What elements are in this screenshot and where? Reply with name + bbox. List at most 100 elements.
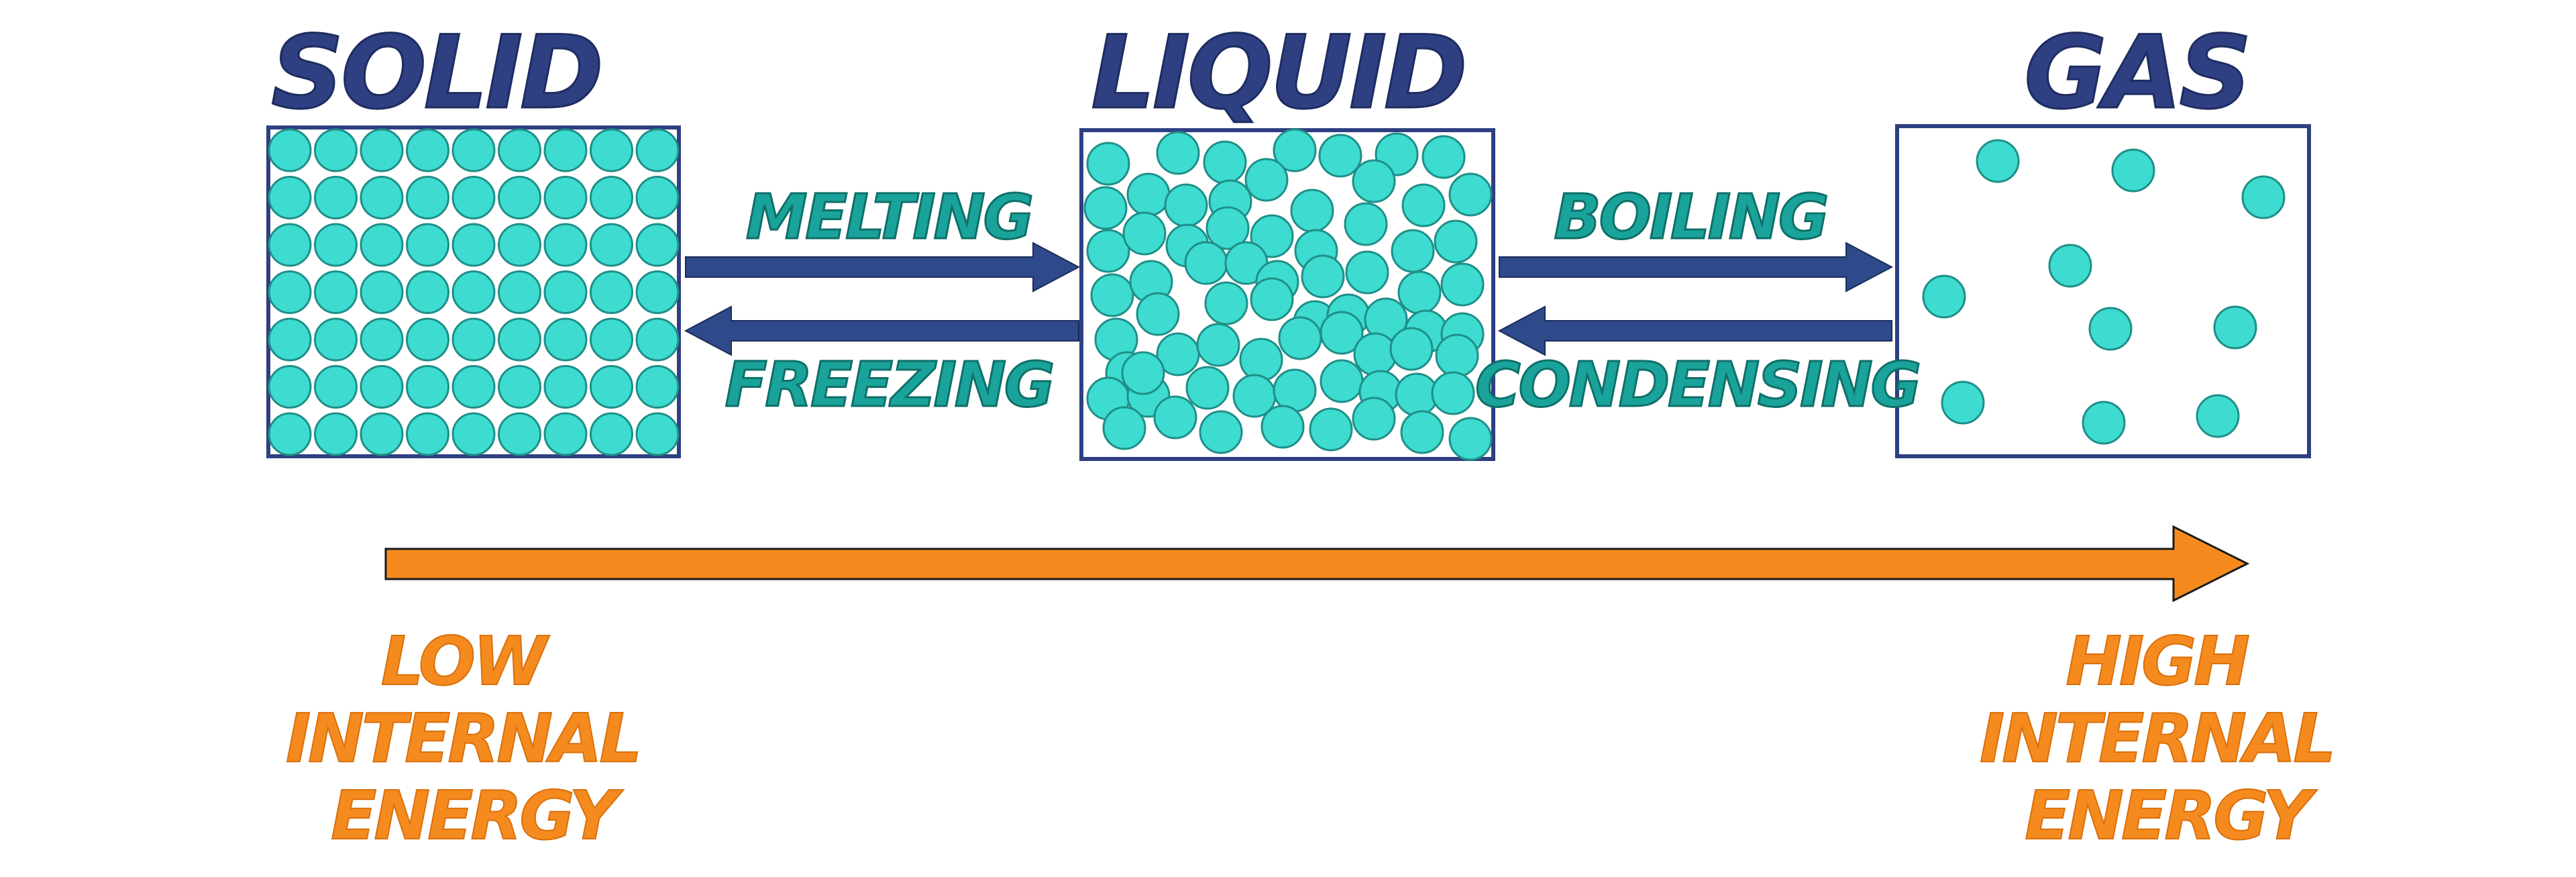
liquid-particle [1431, 371, 1475, 415]
solid-particle [406, 270, 449, 314]
solid-title: SOLID [271, 15, 600, 132]
energy-arrow-right-icon [384, 525, 2250, 603]
solid-particle [590, 176, 633, 219]
liquid-particle [1320, 311, 1364, 355]
liquid-particle [1353, 332, 1397, 376]
solid-particle [635, 412, 680, 456]
gas-particle [1976, 139, 2020, 183]
solid-particle [268, 176, 312, 219]
liquid-particle [1440, 262, 1485, 307]
solid-particle [543, 223, 588, 267]
solid-particle [360, 176, 404, 219]
solid-particle [590, 412, 633, 456]
liquid-box [1079, 128, 1495, 461]
solid-particle [268, 365, 312, 409]
solid-particle [314, 317, 358, 362]
liquid-particle [1205, 206, 1250, 250]
solid-particle [406, 317, 449, 362]
liquid-particle [1102, 406, 1146, 450]
boiling-arrow-icon [1499, 242, 1894, 293]
solid-particle [498, 317, 541, 362]
liquid-particle [1352, 159, 1396, 203]
gas-title: GAS [2024, 15, 2249, 132]
liquid-particle [1122, 211, 1167, 256]
liquid-particle [1156, 131, 1200, 175]
liquid-particle [1309, 407, 1353, 452]
liquid-particle [1448, 417, 1493, 461]
solid-particle [543, 317, 588, 362]
liquid-particle [1244, 158, 1289, 202]
solid-particle [451, 128, 496, 172]
liquid-particle [1083, 186, 1128, 230]
liquid-particle [1401, 183, 1446, 227]
liquid-particle [1196, 323, 1240, 367]
high-energy-line-2: INTERNAL [1980, 699, 2333, 778]
liquid-particle [1250, 277, 1294, 321]
gas-particle [2213, 305, 2257, 350]
liquid-particle [1239, 338, 1283, 382]
liquid-particle [1136, 292, 1180, 336]
liquid-particle [1389, 327, 1434, 371]
gas-particle [2088, 307, 2133, 351]
solid-particle [314, 412, 358, 456]
liquid-particle [1090, 273, 1134, 317]
liquid-particle [1421, 135, 1466, 179]
solid-particle [268, 412, 312, 456]
solid-particle [543, 176, 588, 219]
liquid-particle [1086, 229, 1130, 273]
solid-particle [360, 365, 404, 409]
freezing-arrow-icon [684, 305, 1079, 356]
solid-particle [590, 317, 633, 362]
solid-particle [635, 128, 680, 172]
solid-particle [590, 270, 633, 314]
solid-particle [406, 412, 449, 456]
liquid-particle [1448, 172, 1493, 217]
melting-label: MELTING [746, 181, 1032, 253]
solid-particle [590, 223, 633, 267]
solid-particle [498, 176, 541, 219]
liquid-particle [1086, 142, 1130, 186]
low-energy-line-3: ENERGY [331, 776, 623, 855]
solid-particle [543, 270, 588, 314]
solid-particle [406, 223, 449, 267]
solid-particle [498, 365, 541, 409]
liquid-particle [1400, 410, 1444, 454]
solid-particle [451, 412, 496, 456]
gas-particle [2241, 175, 2286, 219]
liquid-particle [1250, 214, 1294, 258]
liquid-particle [1318, 134, 1362, 178]
solid-particle [314, 270, 358, 314]
solid-particle [268, 270, 312, 314]
solid-particle [406, 365, 449, 409]
liquid-particle [1153, 395, 1197, 440]
solid-particle [360, 412, 404, 456]
liquid-particle [1278, 316, 1322, 360]
high-energy-line-3: ENERGY [2025, 776, 2317, 855]
boiling-label: BOILING [1554, 181, 1827, 253]
solid-particle [451, 317, 496, 362]
solid-particle [590, 128, 633, 172]
gas-particle [2196, 394, 2240, 438]
low-energy-line-1: LOW [381, 622, 550, 701]
solid-particle [451, 223, 496, 267]
liquid-particle [1184, 241, 1228, 285]
liquid-particle [1121, 351, 1165, 395]
high-energy-label: HIGH INTERNAL ENERGY [1980, 622, 2354, 855]
solid-particle [268, 317, 312, 362]
liquid-particle [1260, 405, 1305, 449]
solid-particle [268, 128, 312, 172]
liquid-particles [1083, 128, 1493, 461]
liquid-particle [1185, 366, 1230, 410]
liquid-particle [1345, 250, 1389, 295]
high-energy-line-1: HIGH [2065, 622, 2249, 701]
liquid-particle [1273, 368, 1317, 413]
solid-particle [543, 128, 588, 172]
liquid-title: LIQUID [1091, 15, 1464, 132]
condensing-label: CONDENSING [1475, 349, 1919, 421]
liquid-particle [1204, 281, 1248, 325]
solid-particle [314, 365, 358, 409]
gas-particle [1941, 380, 1985, 425]
gas-particle [1922, 274, 1966, 319]
gas-particle [2111, 148, 2155, 193]
liquid-particle [1344, 202, 1388, 246]
